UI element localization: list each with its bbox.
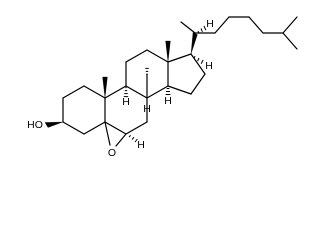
c9-hydrogen-hash [123, 87, 129, 98]
c17-hydrogen-label: H [205, 60, 213, 72]
c14-hydrogen-hash [165, 88, 171, 95]
c19-methyl-wedge [102, 76, 108, 99]
ring-a-bonds [62, 85, 106, 135]
c20-hydrogen-hash [197, 25, 207, 34]
side-chain-bonds [180, 16, 298, 55]
c9-hydrogen-label: H [122, 96, 130, 108]
hydroxyl-label: HO [27, 119, 43, 131]
ring-c-bonds [125, 49, 169, 99]
c8-hydrogen-label: H [143, 103, 151, 115]
c17-hydrogen-hash [193, 55, 204, 65]
hydroxyl-wedge [44, 121, 64, 128]
c20-hydrogen-label: H [206, 18, 214, 30]
epoxide-oxygen-label: O [108, 147, 116, 159]
c6-hydrogen-label: H [137, 139, 145, 151]
ring-b-bonds [104, 85, 148, 135]
c6-hydrogen-hash [128, 135, 138, 143]
c18-methyl-wedge [165, 40, 171, 63]
epoxide-ring-bonds [104, 121, 127, 147]
c14-hydrogen-label: H [164, 95, 172, 107]
steroid-epoxide-structure: HO O H H H H H H [27, 16, 298, 159]
ring-d-bonds [167, 53, 206, 95]
